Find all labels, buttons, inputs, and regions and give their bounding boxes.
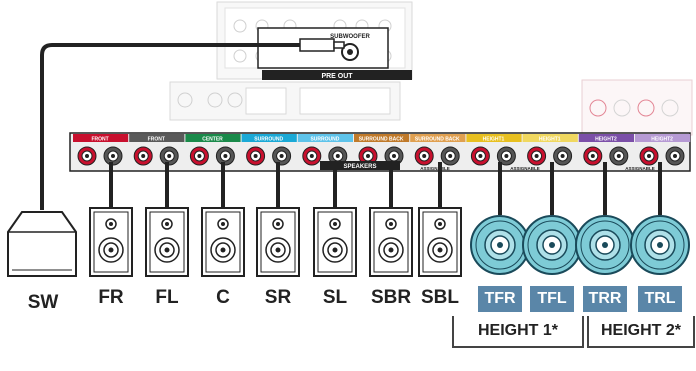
assignable-label-2: ASSIGNABLE — [510, 166, 540, 171]
floor-speaker-icon — [369, 207, 413, 277]
terminal-header — [635, 134, 691, 142]
rear-panel-right — [581, 79, 693, 136]
terminal-header-label: HEIGHT2 — [651, 137, 673, 143]
speaker-label-box: TRR — [583, 286, 627, 312]
ceiling-speaker-icon — [575, 215, 635, 275]
floor-speaker-icon — [145, 207, 189, 277]
speaker-label-box: TFR — [478, 286, 522, 312]
ceiling-speaker-icon — [630, 215, 690, 275]
floor-speaker-icon — [201, 207, 245, 277]
speaker-label: SR — [264, 287, 292, 308]
terminal-header — [73, 134, 129, 142]
terminal-header-label: HEIGHT2 — [595, 137, 617, 143]
speakers-label: SPEAKERS — [343, 164, 376, 170]
floor-speaker-icon — [256, 207, 300, 277]
terminal-header — [129, 134, 185, 142]
floor-speaker-icon — [313, 207, 357, 277]
terminal-header-label: SURROUND — [310, 137, 339, 143]
preout-label: PRE OUT — [321, 73, 353, 80]
speaker-label: SW — [27, 292, 59, 313]
height-group-label: HEIGHT 2* — [587, 316, 695, 348]
speaker-label: FL — [155, 287, 179, 308]
terminal-header-label: SURROUND BACK — [415, 137, 460, 143]
speaker-label: SBR — [370, 287, 412, 308]
assignable-label-1: ASSIGNABLE — [420, 166, 450, 171]
height-group-label: HEIGHT 1* — [452, 316, 584, 348]
terminal-header — [578, 134, 634, 142]
terminal-header-label: SURROUND BACK — [359, 137, 404, 143]
subwoofer-icon — [7, 211, 77, 277]
terminal-header — [185, 134, 241, 142]
terminal-header — [522, 134, 578, 142]
floor-speaker-icon — [89, 207, 133, 277]
terminal-header-label: FRONT — [91, 137, 108, 143]
speaker-label-box: TRL — [638, 286, 682, 312]
assignable-label-3: ASSIGNABLE — [625, 166, 655, 171]
preout-bar — [262, 70, 412, 80]
terminal-header — [241, 134, 297, 142]
speaker-label: SBL — [421, 287, 459, 308]
ceiling-speaker-icon — [522, 215, 582, 275]
preout-subwoofer-label: SUBWOOFER — [330, 34, 370, 40]
terminal-header-label: FRONT — [148, 137, 165, 143]
floor-speaker-icon — [418, 207, 462, 277]
speaker-label: FR — [98, 287, 124, 308]
subwoofer-cable — [40, 43, 300, 210]
terminal-header — [410, 134, 466, 142]
terminal-header-label: CENTER — [202, 137, 223, 143]
terminal-header — [354, 134, 410, 142]
terminal-header — [466, 134, 522, 142]
speaker-label: SL — [322, 287, 348, 308]
terminal-header-label: HEIGHT1 — [539, 137, 561, 143]
terminal-header-label: SURROUND — [254, 137, 283, 143]
speaker-label-box: TFL — [530, 286, 574, 312]
terminal-header — [297, 134, 353, 142]
speaker-label: C — [216, 287, 230, 308]
ceiling-speaker-icon — [470, 215, 530, 275]
preout-subwoofer-box — [257, 27, 389, 69]
terminal-header-label: HEIGHT1 — [483, 137, 505, 143]
